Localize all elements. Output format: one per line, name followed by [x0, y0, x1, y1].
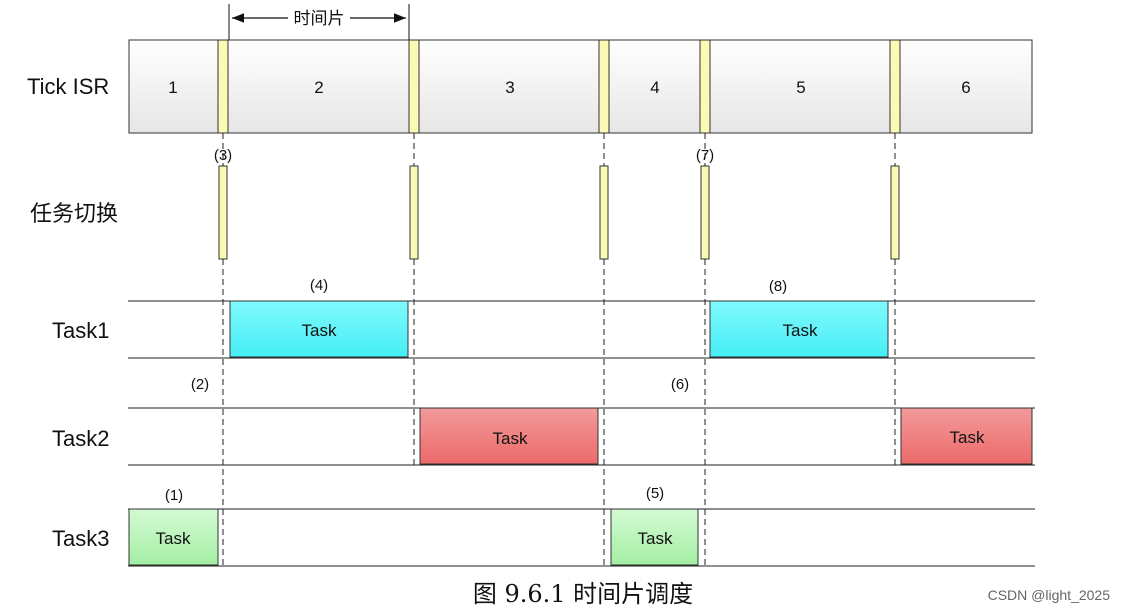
task3-block: Task [610, 508, 699, 566]
task-switch-markers [218, 165, 900, 260]
task2-block: Task [419, 407, 599, 465]
task1-run-rect [229, 300, 409, 358]
task-text: Task [156, 529, 191, 548]
step-marker-7: (7) [696, 147, 714, 164]
task3-block: Task [128, 508, 219, 566]
task1-label: Task1 [52, 318, 109, 343]
tick-segment-label: 4 [650, 78, 659, 97]
step-marker-5: (5) [646, 485, 664, 502]
task1-block: Task [229, 300, 409, 358]
task2-run-rect [900, 407, 1033, 465]
time-slice-label: 时间片 [294, 9, 345, 29]
step-marker-1: (1) [165, 487, 183, 504]
switch-marker [700, 165, 710, 260]
tick-segment-label: 5 [796, 78, 805, 97]
tick-marker [217, 39, 229, 134]
tick-segment-label: 3 [505, 78, 514, 97]
step-marker-4: (4) [310, 277, 328, 294]
task1-run-rect [709, 300, 889, 358]
figure-caption: 图 9.6.1 时间片调度 [473, 580, 693, 608]
task1-block: Task [709, 300, 889, 358]
switch-marker [599, 165, 609, 260]
tick-bar-background [128, 39, 1033, 134]
task3-run-rect [128, 508, 219, 566]
tick-marker [889, 39, 901, 134]
task3-label: Task3 [52, 526, 109, 551]
switch-marker [890, 165, 900, 260]
tick-marker [699, 39, 711, 134]
tick-segment-label: 1 [168, 78, 177, 97]
watermark: CSDN @light_2025 [988, 587, 1111, 603]
task2-run-rect [419, 407, 599, 465]
tick-isr-bar: 1 2 3 4 5 6 [128, 39, 1033, 134]
task3-run-rect [610, 508, 699, 566]
task-text: Task [302, 321, 337, 340]
task-text: Task [638, 529, 673, 548]
step-marker-2: (2) [191, 376, 209, 393]
task2-block: Task [900, 407, 1033, 465]
tick-segment-label: 6 [961, 78, 970, 97]
time-slice-dimension: 时间片 [228, 4, 410, 40]
switch-marker [218, 165, 228, 260]
tick-isr-label: Tick ISR [27, 74, 109, 99]
tick-segment-label: 2 [314, 78, 323, 97]
task-text: Task [493, 429, 528, 448]
step-marker-6: (6) [671, 376, 689, 393]
task-text: Task [950, 428, 985, 447]
tick-marker [598, 39, 610, 134]
task-switch-label: 任务切换 [30, 202, 118, 227]
task-text: Task [783, 321, 818, 340]
step-marker-8: (8) [769, 278, 787, 295]
tick-markers [217, 39, 901, 134]
tick-marker [408, 39, 420, 134]
dashed-guides [222, 133, 896, 566]
task2-label: Task2 [52, 426, 109, 451]
switch-marker [409, 165, 419, 260]
step-marker-3: (3) [214, 147, 232, 164]
